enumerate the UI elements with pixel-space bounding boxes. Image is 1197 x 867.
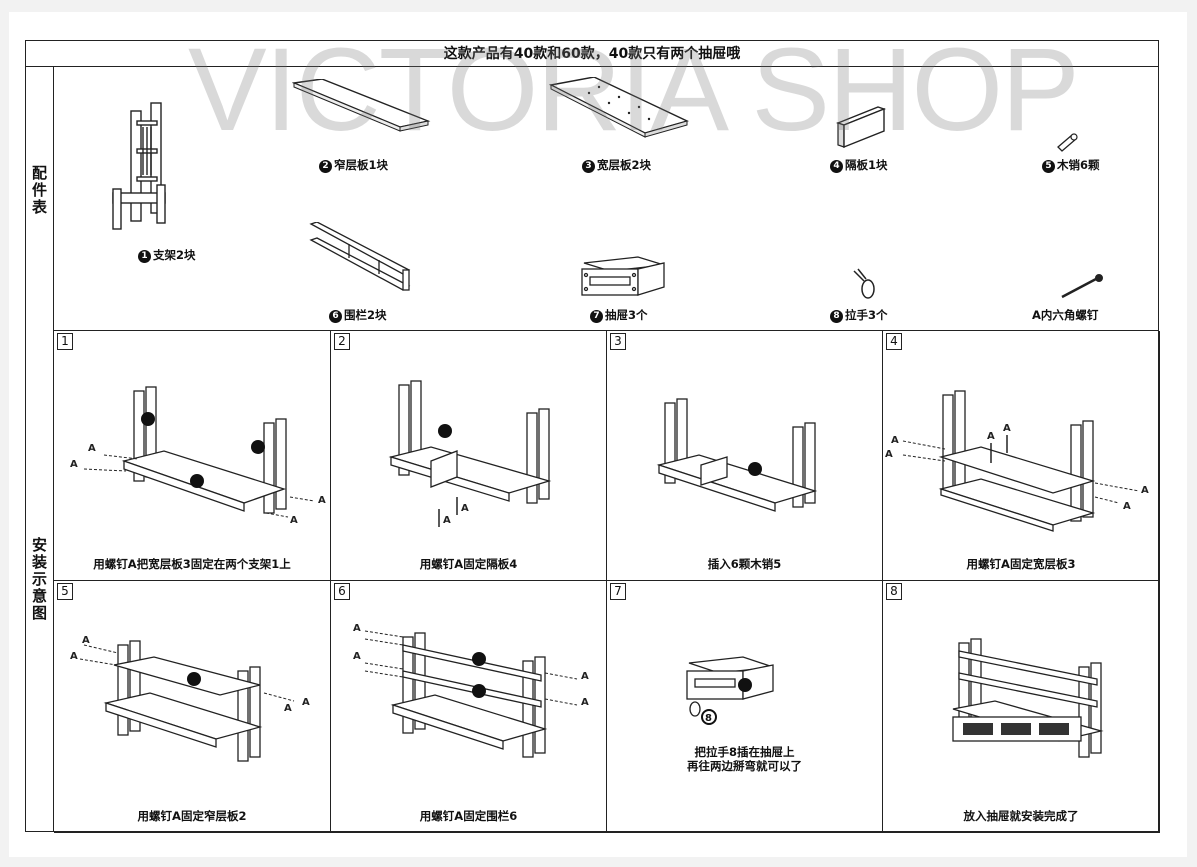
part-narrow-board-drawing: [292, 79, 431, 132]
svg-text:A: A: [353, 623, 361, 634]
assembly-step-3: 3 插入6颗木销5: [607, 331, 883, 581]
step-6-caption: 用螺钉A固定围栏6: [419, 809, 518, 823]
svg-text:A: A: [70, 459, 78, 470]
step-3-drawing: [656, 398, 818, 512]
part-handle-drawing: [853, 268, 875, 299]
step-4-caption: 用螺钉A固定宽层板3: [966, 557, 1076, 571]
svg-text:A: A: [461, 503, 469, 514]
step-number: 1: [57, 333, 73, 350]
step-8-caption: 放入抽屉就安装完成了: [963, 809, 1079, 823]
step-number: 2: [334, 333, 350, 350]
step-5-caption: 用螺钉A固定窄层板2: [137, 809, 247, 823]
step-1-caption: 用螺钉A把宽层板3固定在两个支架1上: [93, 557, 291, 571]
assembly-step-6: 6 A A A A 用螺钉A固定围栏6: [331, 581, 607, 833]
part-support-frame-drawing: [112, 102, 166, 230]
parts-section-label: 配 件 表: [26, 67, 54, 331]
svg-text:A: A: [1123, 501, 1131, 512]
assembly-step-8: 8 放入抽屉就安装完成了: [883, 581, 1160, 833]
svg-text:A: A: [891, 435, 899, 446]
svg-text:A: A: [987, 431, 995, 442]
step-number: 3: [610, 333, 626, 350]
step-number: 6: [334, 583, 350, 600]
assembly-step-7: 7 8 把拉手8插在抽屉上 再往两边掰弯就可以了: [607, 581, 883, 833]
instruction-frame: 这款产品有40款和60款，40款只有两个抽屉哦 配 件 表 安 装 示 意 图: [25, 40, 1160, 833]
step-number: 5: [57, 583, 73, 600]
page-title: 这款产品有40款和60款，40款只有两个抽屉哦: [26, 41, 1158, 67]
step-7-drawing: 8: [686, 656, 774, 725]
svg-text:A: A: [581, 671, 589, 682]
step-2-caption: 用螺钉A固定隔板4: [419, 557, 518, 571]
svg-text:A: A: [290, 515, 298, 526]
svg-text:A: A: [1141, 485, 1149, 496]
svg-text:A: A: [581, 697, 589, 708]
step-number: 4: [886, 333, 902, 350]
part-partition-drawing: [835, 106, 887, 149]
svg-text:A: A: [70, 651, 78, 662]
svg-text:A: A: [443, 515, 451, 526]
part-drawer-drawing: [581, 256, 665, 296]
svg-text:8: 8: [705, 713, 712, 724]
svg-text:A: A: [88, 443, 96, 454]
svg-text:A: A: [284, 703, 292, 714]
step-3-caption: 插入6颗木销5: [707, 557, 782, 571]
part-wood-dowel-drawing: [1057, 133, 1078, 152]
step-2-drawing: AA: [388, 380, 552, 527]
step-7-caption: 把拉手8插在抽屉上 再往两边掰弯就可以了: [687, 745, 802, 773]
part-wide-board-drawing: [549, 77, 689, 138]
step-number: 8: [886, 583, 902, 600]
step-number: 7: [610, 583, 626, 600]
part-label-screw: A内六角螺钉: [1032, 308, 1099, 322]
svg-text:A: A: [353, 651, 361, 662]
svg-text:A: A: [302, 697, 310, 708]
part-screw-drawing: [1061, 274, 1103, 299]
step-6-drawing: A A A A: [353, 623, 589, 758]
svg-text:A: A: [318, 495, 326, 506]
step-8-drawing: [952, 638, 1104, 758]
svg-text:A: A: [1003, 423, 1011, 434]
part-fence-rail-drawing: [309, 222, 411, 291]
assembly-section-label: 安 装 示 意 图: [26, 331, 54, 831]
svg-text:A: A: [885, 449, 893, 460]
svg-text:A: A: [82, 635, 90, 646]
